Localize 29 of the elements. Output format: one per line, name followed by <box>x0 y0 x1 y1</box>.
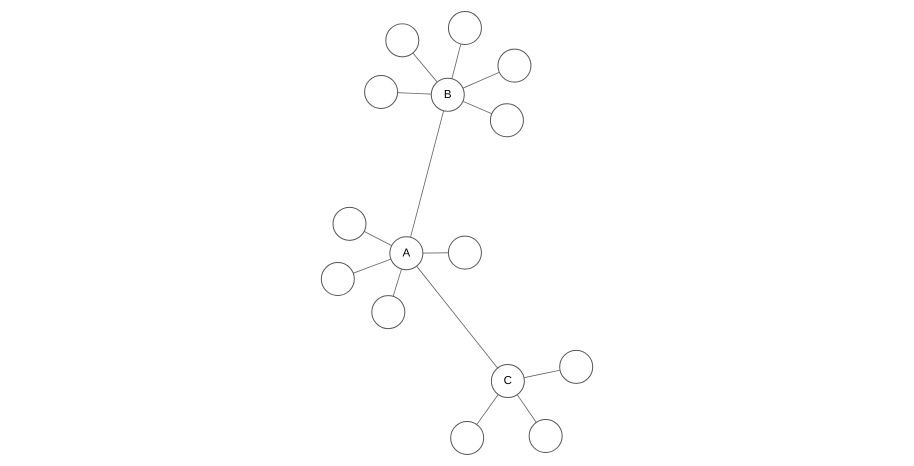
connector <box>352 258 392 274</box>
connector <box>462 72 500 89</box>
connector <box>516 394 537 423</box>
node-circle <box>448 236 482 270</box>
connector <box>412 52 438 82</box>
connector <box>476 394 499 425</box>
connector <box>410 110 444 238</box>
connector <box>462 100 492 114</box>
connector <box>392 268 402 296</box>
node-circle <box>528 419 563 453</box>
node-circle <box>497 48 532 83</box>
connector <box>422 252 448 254</box>
node-circle: A <box>389 236 424 270</box>
node-circle <box>559 350 594 384</box>
node-circle: B <box>430 78 465 112</box>
connector <box>452 44 462 80</box>
node-circle <box>450 420 484 455</box>
node-circle <box>320 262 355 296</box>
connector <box>397 92 432 94</box>
connector <box>524 370 560 378</box>
connector <box>416 266 498 368</box>
node-circle <box>371 295 406 330</box>
node-circle <box>332 206 366 241</box>
node-circle <box>490 103 524 138</box>
node-circle <box>385 23 420 58</box>
node-circle: C <box>490 364 525 398</box>
node-circle <box>448 11 482 46</box>
connector <box>364 231 392 246</box>
node-circle <box>364 74 398 109</box>
